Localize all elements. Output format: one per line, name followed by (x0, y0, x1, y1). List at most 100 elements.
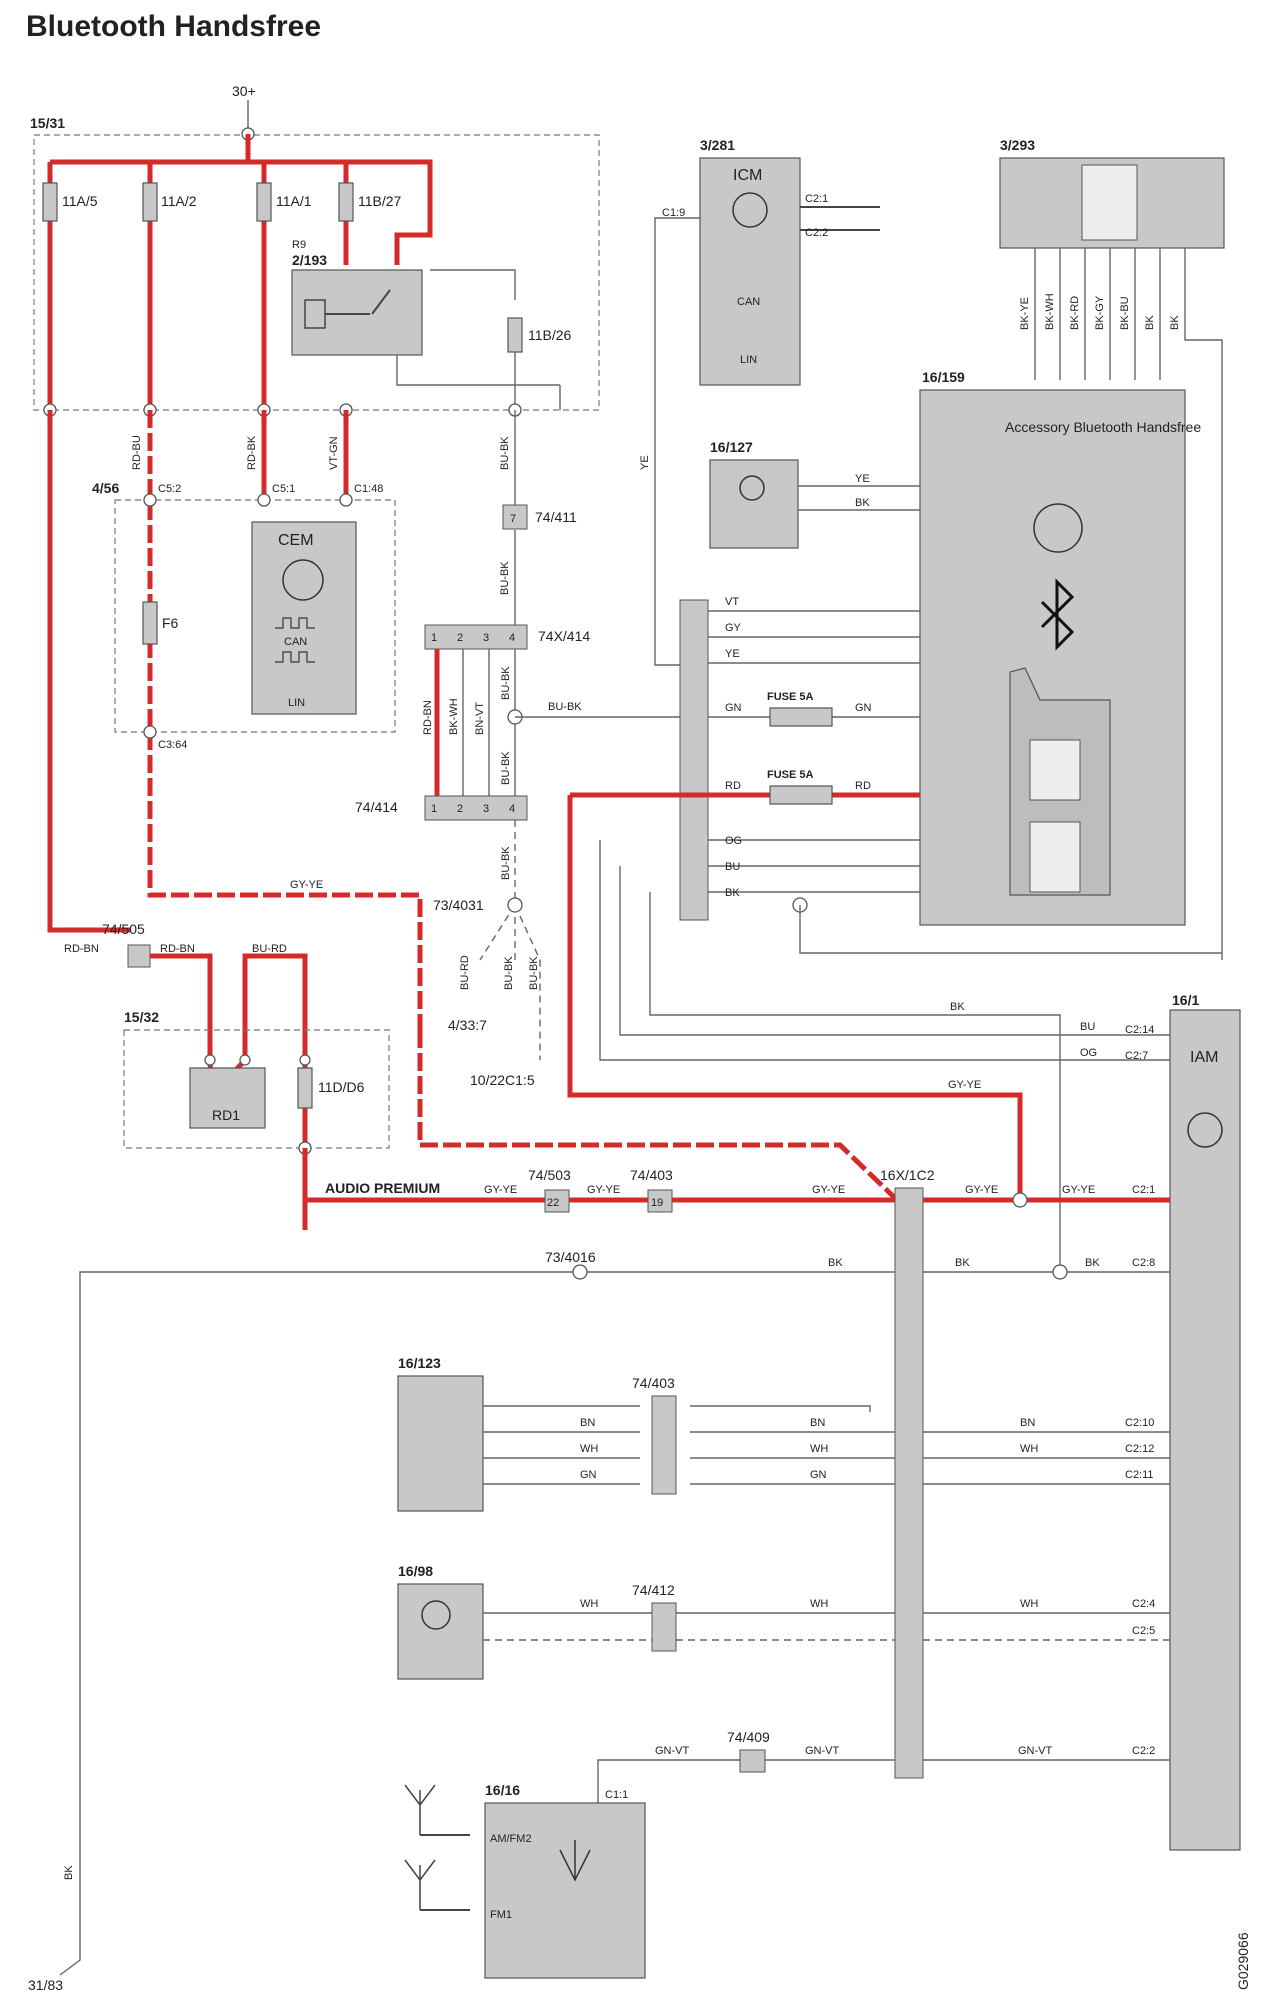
wire-label-gn-4: GN (810, 1469, 827, 1481)
wire-label-wh-5: WH (810, 1598, 828, 1610)
wire-label-bk-6: BK (828, 1257, 843, 1269)
microphone-icon-2 (421, 1600, 451, 1630)
cem-can-label: CAN (284, 636, 307, 648)
wire-label-bu-1: BU (725, 861, 740, 873)
connector-74-505-label: 74/505 (102, 921, 145, 937)
fuse-label-f6: F6 (162, 615, 179, 631)
wire-label-bn-2: BN (810, 1417, 825, 1429)
wire-label-rd-bk: RD-BK (246, 435, 258, 470)
fuse-11d-d6 (297, 1067, 313, 1109)
wire-label-gy-ye-2: GY-YE (484, 1184, 517, 1196)
fusebox-15-31-outline (33, 134, 600, 411)
wire-label-gy-ye-3: GY-YE (587, 1184, 620, 1196)
connector-74-503-label: 74/503 (528, 1167, 571, 1183)
cem-box-label: 4/56 (92, 480, 119, 496)
keypad-grid-icon (1081, 164, 1138, 241)
icm-module (699, 157, 801, 386)
iam-pin-c2-7: C2:7 (1125, 1050, 1148, 1062)
splice-73-4031-label: 73/4031 (433, 897, 484, 913)
connector-74-409 (739, 1749, 766, 1773)
fuse-f6 (142, 601, 158, 645)
wire-label-bu-rd-2: BU-RD (459, 955, 471, 990)
connector-74-411-label: 74/411 (535, 509, 577, 525)
svg-text:2: 2 (457, 803, 463, 815)
connector-74-403-b (651, 1395, 677, 1495)
ref-10-22c1-5: 10/22C1:5 (470, 1072, 535, 1088)
wire-label-gy-ye-7: GY-YE (1062, 1184, 1095, 1196)
wire-label-bk-rd: BK-RD (1069, 296, 1081, 330)
fuse-label-11a-2: 11A/2 (161, 193, 197, 209)
connector-16x-1c2 (894, 1187, 924, 1779)
icm-lin-label: LIN (740, 354, 757, 366)
mic-16-127 (709, 459, 799, 549)
svg-text:22: 22 (547, 1197, 559, 1209)
wire-label-bk-2: BK (1169, 315, 1181, 330)
wire-label-gy-ye-4: GY-YE (812, 1184, 845, 1196)
connector-74-414 (424, 795, 528, 821)
icm-pin-c2-1: C2:1 (805, 193, 828, 205)
wire-label-gn-2: GN (855, 702, 872, 714)
connector-74-403-a-label: 74/403 (630, 1167, 673, 1183)
wire-label-bk-gy: BK-GY (1094, 295, 1106, 330)
wire-label-bk-7: BK (955, 1257, 970, 1269)
connector-16x-1c2-label: 16X/1C2 (880, 1167, 935, 1183)
fuse-label-11b-26: 11B/26 (528, 327, 572, 343)
iam-pin-c2-8: C2:8 (1132, 1257, 1155, 1269)
fuse-11a-2 (142, 182, 158, 222)
wire-label-bn-3: BN (1020, 1417, 1035, 1429)
relay-2-193 (291, 269, 423, 356)
antenna-input-icon (404, 1784, 436, 1910)
wire-label-bu-rd: BU-RD (252, 943, 287, 955)
wire-label-ye-2: YE (725, 648, 740, 660)
wire-label-vt: VT (725, 596, 739, 608)
fuse-label-11d-d6: 11D/D6 (318, 1079, 365, 1095)
cem-lin-label: LIN (288, 697, 305, 709)
audio-premium-label: AUDIO PREMIUM (325, 1180, 440, 1196)
cem-box-outline (114, 499, 396, 733)
wire-label-bk-ye: BK-YE (1019, 297, 1031, 330)
wire-label-wh-4: WH (580, 1598, 598, 1610)
wire-label-gn-vt-2: GN-VT (805, 1745, 840, 1757)
fuse-11b-27 (338, 182, 354, 222)
relay-name: R9 (292, 239, 306, 251)
fuse-5a-2 (769, 785, 833, 805)
wire-label-wh-3: WH (1020, 1443, 1038, 1455)
icm-pin-c2-2: C2:2 (805, 227, 828, 239)
connector-74-409-label: 74/409 (727, 1729, 770, 1745)
module-16-98 (397, 1583, 484, 1680)
svg-text:7: 7 (510, 513, 516, 525)
wire-label-bk-bu: BK-BU (1119, 296, 1131, 330)
wire-label-wh-6: WH (1020, 1598, 1038, 1610)
fuse-label-11b-27: 11B/27 (358, 193, 402, 209)
cd-id: 16/123 (398, 1355, 441, 1371)
iam-pin-c2-12: C2:12 (1125, 1443, 1154, 1455)
wire-label-bu-bk-5: BU-BK (548, 701, 582, 713)
wire-label-bu-2: BU (1080, 1021, 1095, 1033)
svg-text:3: 3 (483, 632, 489, 644)
keypad-id: 3/293 (1000, 137, 1035, 153)
iam-pin-c2-10: C2:10 (1125, 1417, 1154, 1429)
cem-label: CEM (278, 532, 314, 549)
radio-am-fm2-label: AM/FM2 (490, 1833, 532, 1845)
connector-74-505 (127, 944, 151, 968)
wire-label-bk-5: BK (950, 1001, 965, 1013)
svg-text:2: 2 (457, 632, 463, 644)
connector-74x-414-label: 74X/414 (538, 628, 590, 644)
wire-label-bn-1: BN (580, 1417, 595, 1429)
svg-text:1: 1 (431, 803, 437, 815)
rd1-module (189, 1067, 266, 1129)
fusebox-15-31-label: 15/31 (30, 115, 65, 131)
connector-74-412-label: 74/412 (632, 1582, 675, 1598)
mic2-id: 16/98 (398, 1563, 433, 1579)
fuse-5a-1 (769, 707, 833, 727)
abh-name: Accessory Bluetooth Handsfree (1005, 419, 1201, 435)
microphone-icon (739, 475, 765, 501)
wire-label-bk-wh-1: BK-WH (448, 698, 460, 735)
fusebox-15-32-outline (123, 1029, 390, 1149)
wire-label-gn-1: GN (725, 702, 742, 714)
wire-label-gy: GY (725, 622, 742, 634)
wire-label-bk-9: BK (63, 1865, 75, 1880)
svg-text:19: 19 (651, 1197, 663, 1209)
icm-label: ICM (733, 167, 762, 184)
